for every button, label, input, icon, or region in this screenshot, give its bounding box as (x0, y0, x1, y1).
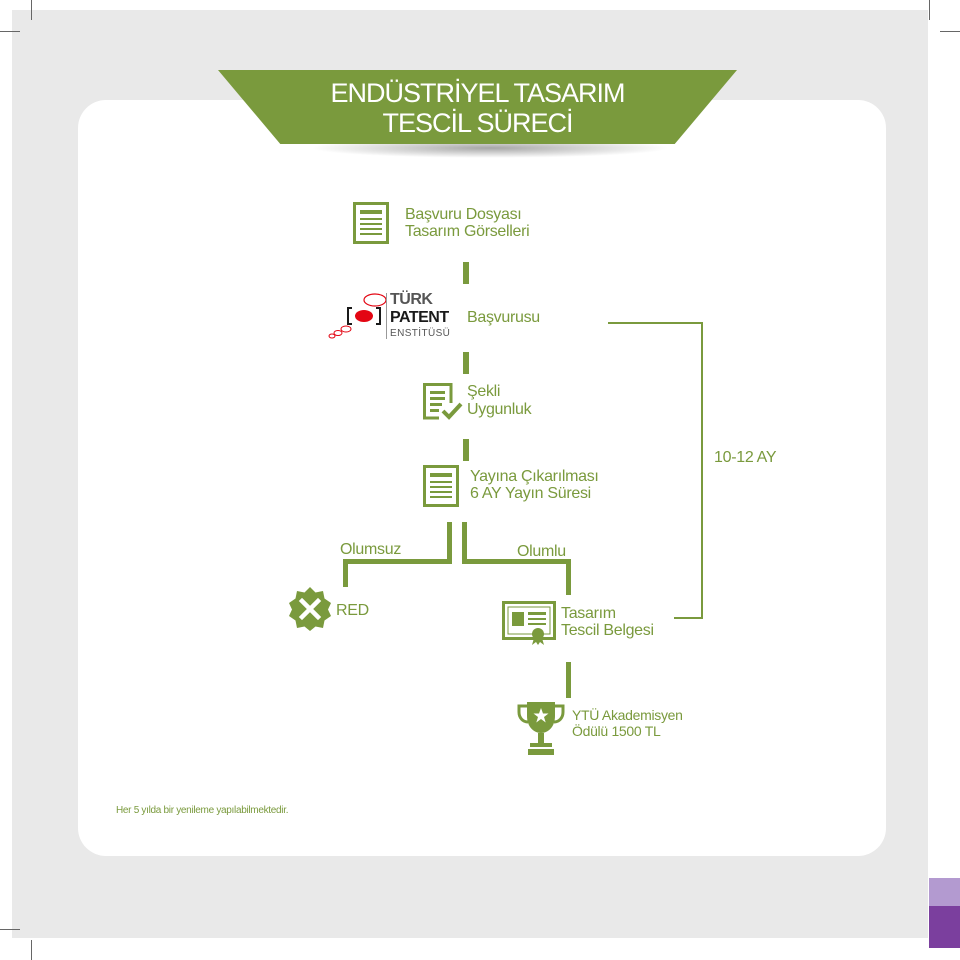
title-banner (218, 70, 737, 144)
logo-line-1: TÜRK (390, 291, 433, 308)
branch-connector-negative (447, 522, 452, 564)
edge-tab-dark (929, 906, 960, 948)
crop-mark (0, 31, 20, 32)
step-formal-check-line2: Uygunluk (467, 401, 532, 418)
crop-mark (0, 929, 20, 930)
logo-divider (386, 293, 387, 339)
step-application-file-line1: Başvuru Dosyası (405, 206, 522, 223)
duration-bracket (608, 322, 703, 324)
connector (463, 262, 469, 284)
branch-positive-label: Olumlu (517, 543, 566, 560)
logo-line-3: ENSTİTÜSÜ (390, 328, 451, 339)
step-application-file-line2: Tasarım Görselleri (405, 223, 530, 240)
step-award-line1: YTÜ Akademisyen (572, 707, 683, 723)
branch-connector-negative (343, 559, 452, 564)
logo-line-2: PATENT (390, 309, 449, 326)
footnote: Her 5 yılda bir yenileme yapılabilmekted… (116, 805, 289, 816)
crop-mark (31, 940, 32, 960)
edge-tab-light (929, 878, 960, 906)
content-card (78, 100, 886, 856)
step-formal-check-line1: Şekli (467, 383, 501, 400)
checklist-icon (423, 383, 463, 420)
branch-connector-positive (566, 559, 571, 595)
x-badge-icon (289, 587, 331, 631)
step-award-line2: Ödülü 1500 TL (572, 723, 661, 739)
connector (566, 662, 571, 698)
document-icon (423, 465, 459, 507)
crop-mark (940, 31, 960, 32)
connector (463, 439, 469, 461)
step-certificate-line1: Tasarım (561, 605, 616, 622)
certificate-icon (502, 601, 556, 645)
step-publication-line1: Yayına Çıkarılması (470, 468, 599, 485)
rejection-label: RED (336, 602, 369, 619)
title-line-1: ENDÜSTRİYEL TASARIM (330, 78, 625, 108)
title-line-2: TESCİL SÜRECİ (382, 108, 573, 138)
step-application-label: Başvurusu (467, 309, 540, 326)
crop-mark (929, 0, 930, 20)
branch-negative-label: Olumsuz (340, 541, 402, 558)
duration-bracket (701, 322, 703, 619)
document-icon (353, 202, 389, 244)
duration-label: 10-12 AY (714, 449, 777, 466)
patent-logo-mark (328, 293, 387, 339)
branch-connector-positive (462, 522, 467, 564)
connector (463, 352, 469, 374)
branch-connector-positive (462, 559, 571, 564)
trophy-icon (517, 702, 565, 755)
branch-connector-negative (343, 559, 348, 587)
step-publication-line2: 6 AY Yayın Süresi (470, 485, 591, 502)
duration-bracket (674, 617, 703, 619)
step-certificate-line2: Tescil Belgesi (561, 622, 654, 639)
crop-mark (31, 0, 32, 20)
